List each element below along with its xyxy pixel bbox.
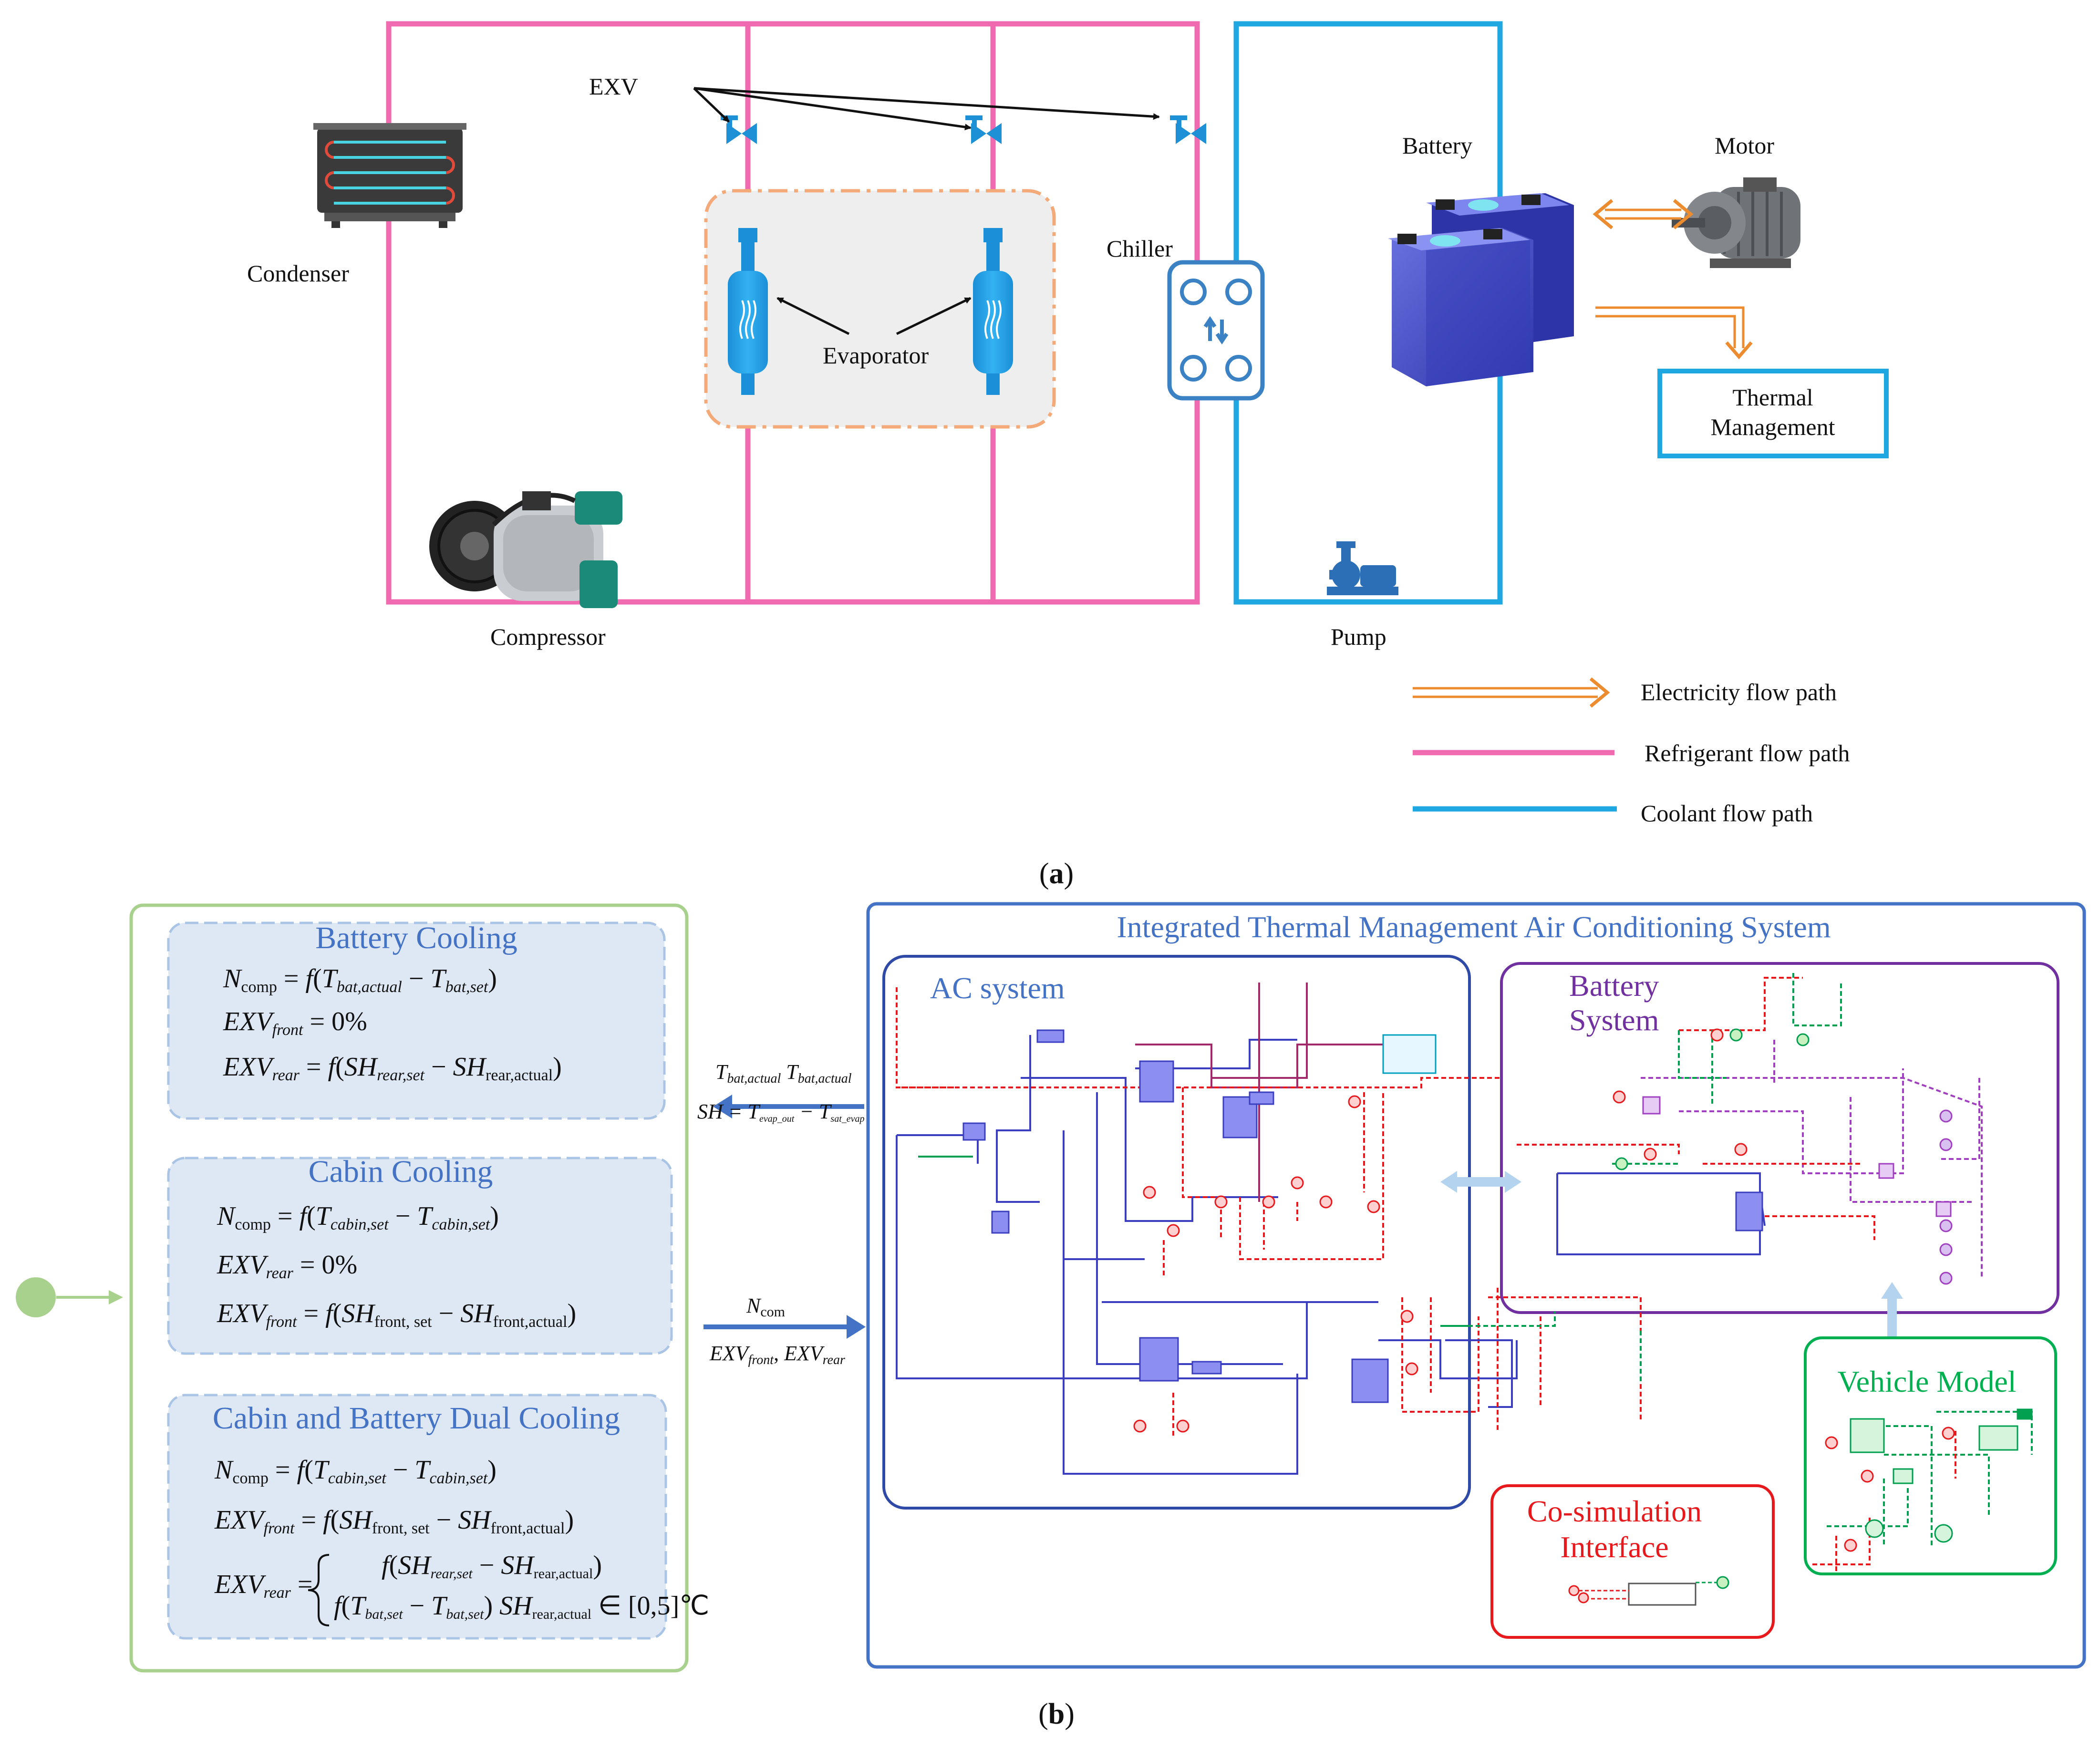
battery-label: Battery [1402, 132, 1472, 159]
cosim-interface-box [1490, 1484, 1775, 1639]
compressor-label: Compressor [490, 623, 606, 650]
vehicle-model-schematic [1812, 1408, 2033, 1574]
exv-pointer-arrows [693, 87, 1160, 131]
vehicle-model-box [1804, 1336, 2057, 1575]
ac-battery-link-arrow [1440, 1171, 1521, 1193]
battery-system-schematic [1517, 973, 1983, 1285]
legend: Electricity flow path Refrigerant flow p… [1413, 677, 1850, 827]
exv-valve-3 [1170, 115, 1206, 144]
itms-title: Integrated Thermal Management Air Condit… [1117, 910, 1831, 944]
compressor-icon [429, 491, 622, 608]
legend-electricity: Electricity flow path [1413, 677, 1837, 708]
battery-motor-electric-arrow [1593, 199, 1694, 229]
start-node [16, 1277, 56, 1317]
ac-system-schematic [896, 983, 1526, 1475]
battery-thermal-electric-arrow [1595, 306, 1753, 360]
cabin-cooling-title: Cabin Cooling [309, 1154, 493, 1189]
cabin-cooling-box: Cabin Cooling Ncomp = f(Tcabin,set − Tca… [167, 1154, 673, 1355]
ac-system-title: AC system [930, 971, 1065, 1005]
thermal-management-label-2: Management [1710, 414, 1835, 440]
signal-t-bat-actual: Tbat,actual Tbat,actual [715, 1060, 852, 1086]
dual-cooling-brace [308, 1554, 330, 1626]
legend-electricity-label: Electricity flow path [1641, 679, 1837, 705]
signal-exv-front-rear: EXVfront, EXVrear [709, 1342, 845, 1367]
legend-coolant-label: Coolant flow path [1641, 800, 1813, 827]
evaporator-group-box [704, 189, 1056, 429]
caption-a: (a) [1039, 858, 1074, 890]
battery-cooling-title: Battery Cooling [315, 921, 517, 955]
signal-n-com: Ncom [746, 1294, 785, 1320]
dual-cooling-box: Cabin and Battery Dual Cooling Ncomp = f… [167, 1394, 709, 1640]
vehicle-model-title: Vehicle Model [1838, 1365, 2017, 1398]
cosim-interface-title-1: Co-simulation [1527, 1494, 1702, 1528]
evaporator-pointer-arrows [776, 297, 972, 335]
signal-arrow-to-system [703, 1315, 866, 1339]
condenser-icon [313, 123, 466, 228]
dual-cooling-eq-3-lhs: EXVrear = [214, 1570, 313, 1602]
thermal-management-box [1657, 369, 1889, 458]
signal-sh-def: SH = Tevap_out − Tsat_evap [697, 1100, 865, 1124]
signal-arrow-to-control [713, 1095, 864, 1118]
battery-system-title-1: Battery [1569, 969, 1659, 1003]
cosim-interface-title-2: Interface [1560, 1530, 1668, 1564]
dual-cooling-title: Cabin and Battery Dual Cooling [213, 1401, 620, 1436]
dual-cooling-eq-3-case-1: f(SHrear,set − SHrear,actual) [382, 1551, 602, 1582]
motor-label: Motor [1715, 132, 1774, 159]
chiller-icon [1167, 260, 1265, 401]
dual-cooling-eq-1: Ncomp = f(Tcabin,set − Tcabin,set) [214, 1455, 497, 1487]
cosim-interface-block [1568, 1576, 1729, 1606]
legend-refrigerant: Refrigerant flow path [1413, 740, 1850, 766]
pump-label: Pump [1331, 623, 1386, 650]
battery-cooling-eq-3: EXVrear = f(SHrear,set − SHrear,actual) [223, 1052, 562, 1084]
evaporator-label: Evaporator [823, 342, 929, 369]
battery-system-title-2: System [1569, 1003, 1659, 1037]
part-b-diagram: Battery Cooling Ncomp = f(Tbat,actual − … [16, 902, 2086, 1730]
dual-cooling-eq-3-case-2: f(Tbat,set − Tbat,set) SHrear,actual ∈ [… [334, 1591, 709, 1622]
condenser-label: Condenser [247, 260, 349, 287]
part-a-diagram: EXV C [247, 21, 1889, 890]
motor-icon [1672, 177, 1800, 268]
exv-valve-2 [965, 115, 1002, 144]
battery-vehicle-link-arrow [1881, 1282, 1903, 1358]
pump-icon [1327, 541, 1398, 595]
legend-coolant: Coolant flow path [1413, 800, 1813, 827]
evaporator-icon-left [728, 228, 768, 395]
coolant-loop [1233, 21, 1503, 605]
legend-refrigerant-label: Refrigerant flow path [1645, 740, 1850, 766]
chiller-label: Chiller [1107, 235, 1173, 262]
battery-cooling-box: Battery Cooling Ncomp = f(Tbat,actual − … [167, 921, 666, 1120]
interconnect-schematic [1445, 1288, 1642, 1431]
thermal-management-label-1: Thermal [1732, 384, 1813, 411]
exv-label: EXV [589, 73, 638, 100]
cabin-cooling-eq-2: EXVrear = 0% [217, 1250, 357, 1282]
evaporator-icon-right [973, 228, 1013, 395]
battery-system-box [1500, 962, 2059, 1314]
start-arrow [56, 1290, 123, 1304]
caption-b: (b) [1038, 1698, 1075, 1730]
battery-icon [1388, 193, 1574, 386]
